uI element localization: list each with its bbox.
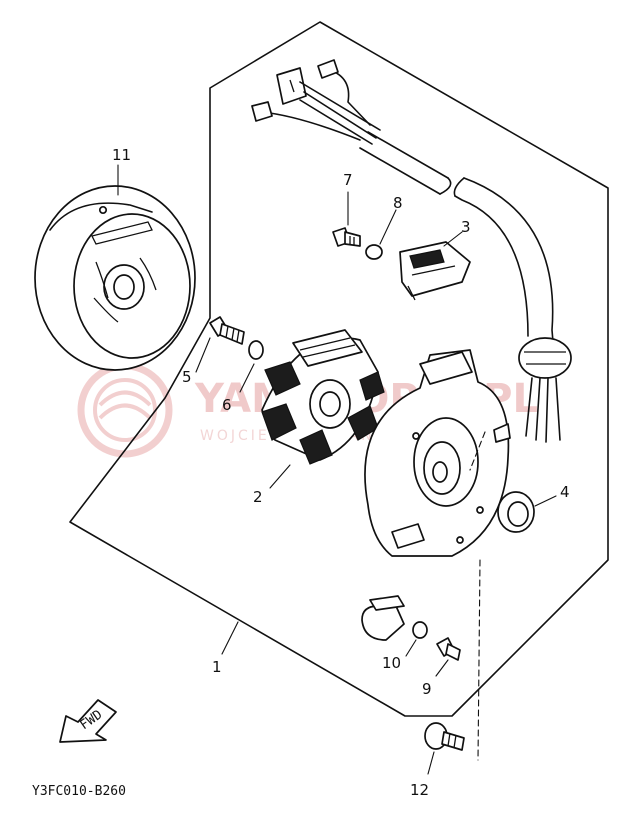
callout-3: 3 — [461, 218, 471, 236]
stator-coil — [261, 329, 385, 489]
callout-11: 11 — [112, 146, 131, 164]
callout-1: 1 — [212, 658, 222, 676]
callout-8: 8 — [393, 194, 403, 212]
assembly-boundary — [69, 21, 609, 717]
leader-part-1 — [221, 621, 239, 655]
lead-clamp-assembly — [361, 595, 461, 677]
fwd-arrow-icon: FWD — [59, 699, 117, 743]
pickup-coil-assembly — [332, 191, 471, 301]
mounting-bolt — [424, 722, 465, 775]
wire-harness — [251, 59, 572, 443]
callout-4: 4 — [560, 483, 570, 501]
callout-2: 2 — [253, 488, 263, 506]
oil-seal — [497, 491, 557, 533]
callout-12: 12 — [410, 781, 429, 799]
callout-7: 7 — [343, 171, 353, 189]
stator-screw — [195, 316, 264, 393]
callout-9: 9 — [422, 680, 432, 698]
callout-10: 10 — [382, 654, 401, 672]
drawing-code: Y3FC010-B260 — [32, 784, 126, 799]
callout-5: 5 — [182, 368, 192, 386]
flywheel-rotor — [34, 164, 196, 371]
callout-6: 6 — [222, 396, 232, 414]
stator-base-plate — [364, 349, 511, 761]
